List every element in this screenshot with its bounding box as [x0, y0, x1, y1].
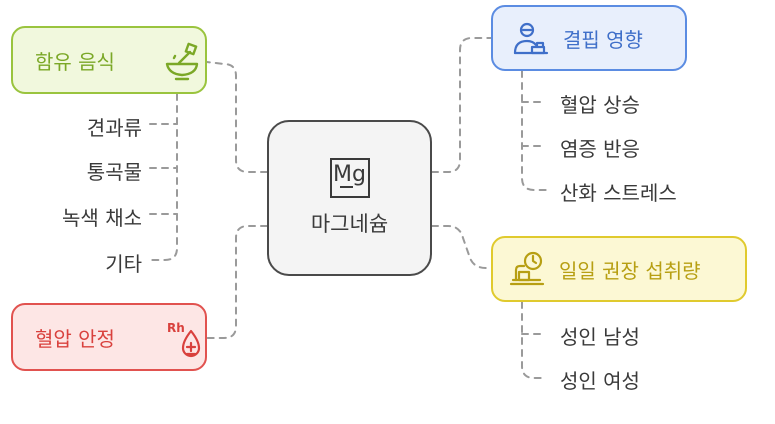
blood-pressure-node: 혈압 안정 Rh [11, 303, 207, 371]
element-symbol: Mg [333, 162, 366, 187]
mortar-bowl-icon [163, 42, 203, 82]
deficiency-label: 결핍 영향 [563, 27, 643, 52]
recommended-item: 성인 여성 [560, 369, 640, 393]
deficiency-item: 혈압 상승 [560, 93, 640, 117]
food-item: 녹색 채소 [62, 206, 142, 230]
rh-icon-text: Rh [167, 321, 185, 335]
link-recommended-items [521, 301, 547, 379]
recommended-intake-label: 일일 권장 섭취량 [559, 258, 701, 283]
person-at-desk-icon [511, 21, 551, 59]
deficiency-node: 결핍 영향 [491, 5, 687, 71]
blood-drop-rh-icon: Rh [165, 319, 205, 361]
food-label: 함유 음식 [35, 49, 115, 74]
food-item: 통곡물 [86, 160, 142, 184]
deficiency-item: 산화 스트레스 [560, 181, 677, 205]
link-center-food [206, 61, 268, 173]
center-node: Mg 마그네슘 [267, 120, 432, 276]
scale-icon [507, 250, 547, 290]
magnesium-element-icon: Mg [329, 158, 370, 198]
link-center-recommended [431, 225, 492, 269]
food-node: 함유 음식 [11, 26, 207, 94]
recommended-item: 성인 남성 [560, 325, 640, 349]
recommended-intake-node: 일일 권장 섭취량 [491, 236, 747, 302]
link-food-items [149, 93, 178, 261]
deficiency-item: 염증 반응 [560, 137, 640, 161]
link-center-deficiency [431, 37, 492, 173]
link-center-bp [206, 225, 268, 339]
food-item: 견과류 [86, 116, 142, 140]
link-deficiency-items [521, 70, 547, 191]
center-label: 마그네슘 [310, 212, 389, 236]
blood-pressure-label: 혈압 안정 [35, 326, 115, 351]
food-item: 기타 [105, 252, 142, 276]
